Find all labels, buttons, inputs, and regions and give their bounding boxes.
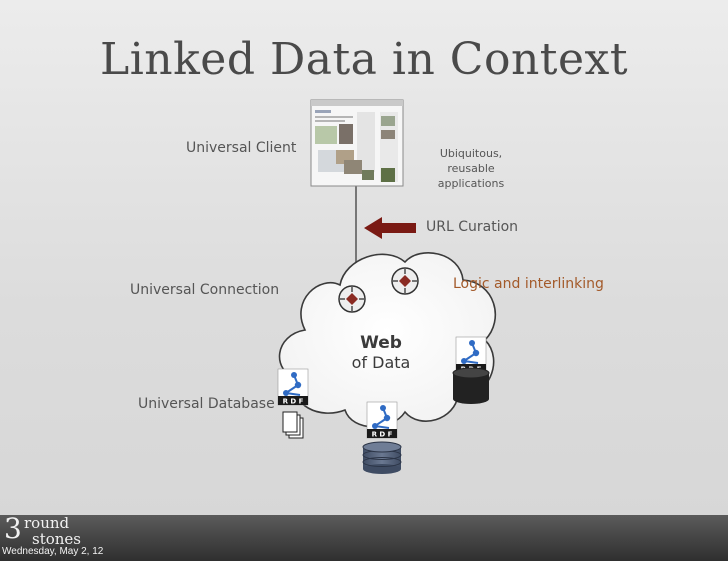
- document-stack-icon: [282, 411, 304, 439]
- web-of-data-cloud: [278, 252, 496, 428]
- label-universal-client: Universal Client: [186, 140, 297, 156]
- web-of-data-line1: Web: [360, 333, 402, 353]
- label-url-curation: URL Curation: [426, 219, 519, 235]
- database-stack-icon: [362, 441, 402, 474]
- footer-bar: [0, 515, 728, 561]
- label-ubiquitous: Ubiquitous, reusable applications: [418, 146, 524, 191]
- label-universal-database: Universal Database: [138, 396, 275, 412]
- database-icon: [452, 367, 490, 404]
- logo-word-round: round: [24, 514, 70, 532]
- slide-title: Linked Data in Context: [100, 34, 628, 85]
- rdf-badge-label: R D F: [283, 398, 304, 406]
- rdf-icon: R D F: [277, 368, 309, 406]
- web-of-data-line2: of Data: [351, 353, 411, 372]
- browser-screenshot: [310, 99, 404, 187]
- logic-node-icon: [338, 285, 366, 313]
- label-logic-interlinking: Logic and interlinking: [453, 276, 604, 292]
- rdf-badge-label: R D F: [372, 431, 393, 439]
- logo-word-stones: stones: [32, 530, 81, 548]
- logo-number: 3: [4, 512, 22, 545]
- web-of-data-label: Web of Data: [346, 333, 416, 373]
- rdf-icon: R D F: [366, 401, 398, 439]
- label-universal-connection: Universal Connection: [130, 282, 280, 298]
- slide-date: Wednesday, May 2, 12: [2, 546, 104, 557]
- label-ubiquitous-line1: Ubiquitous,: [439, 147, 503, 160]
- label-ubiquitous-line2: reusable applications: [437, 162, 505, 190]
- logic-node-icon: [391, 267, 419, 295]
- url-curation-arrow: [364, 217, 416, 239]
